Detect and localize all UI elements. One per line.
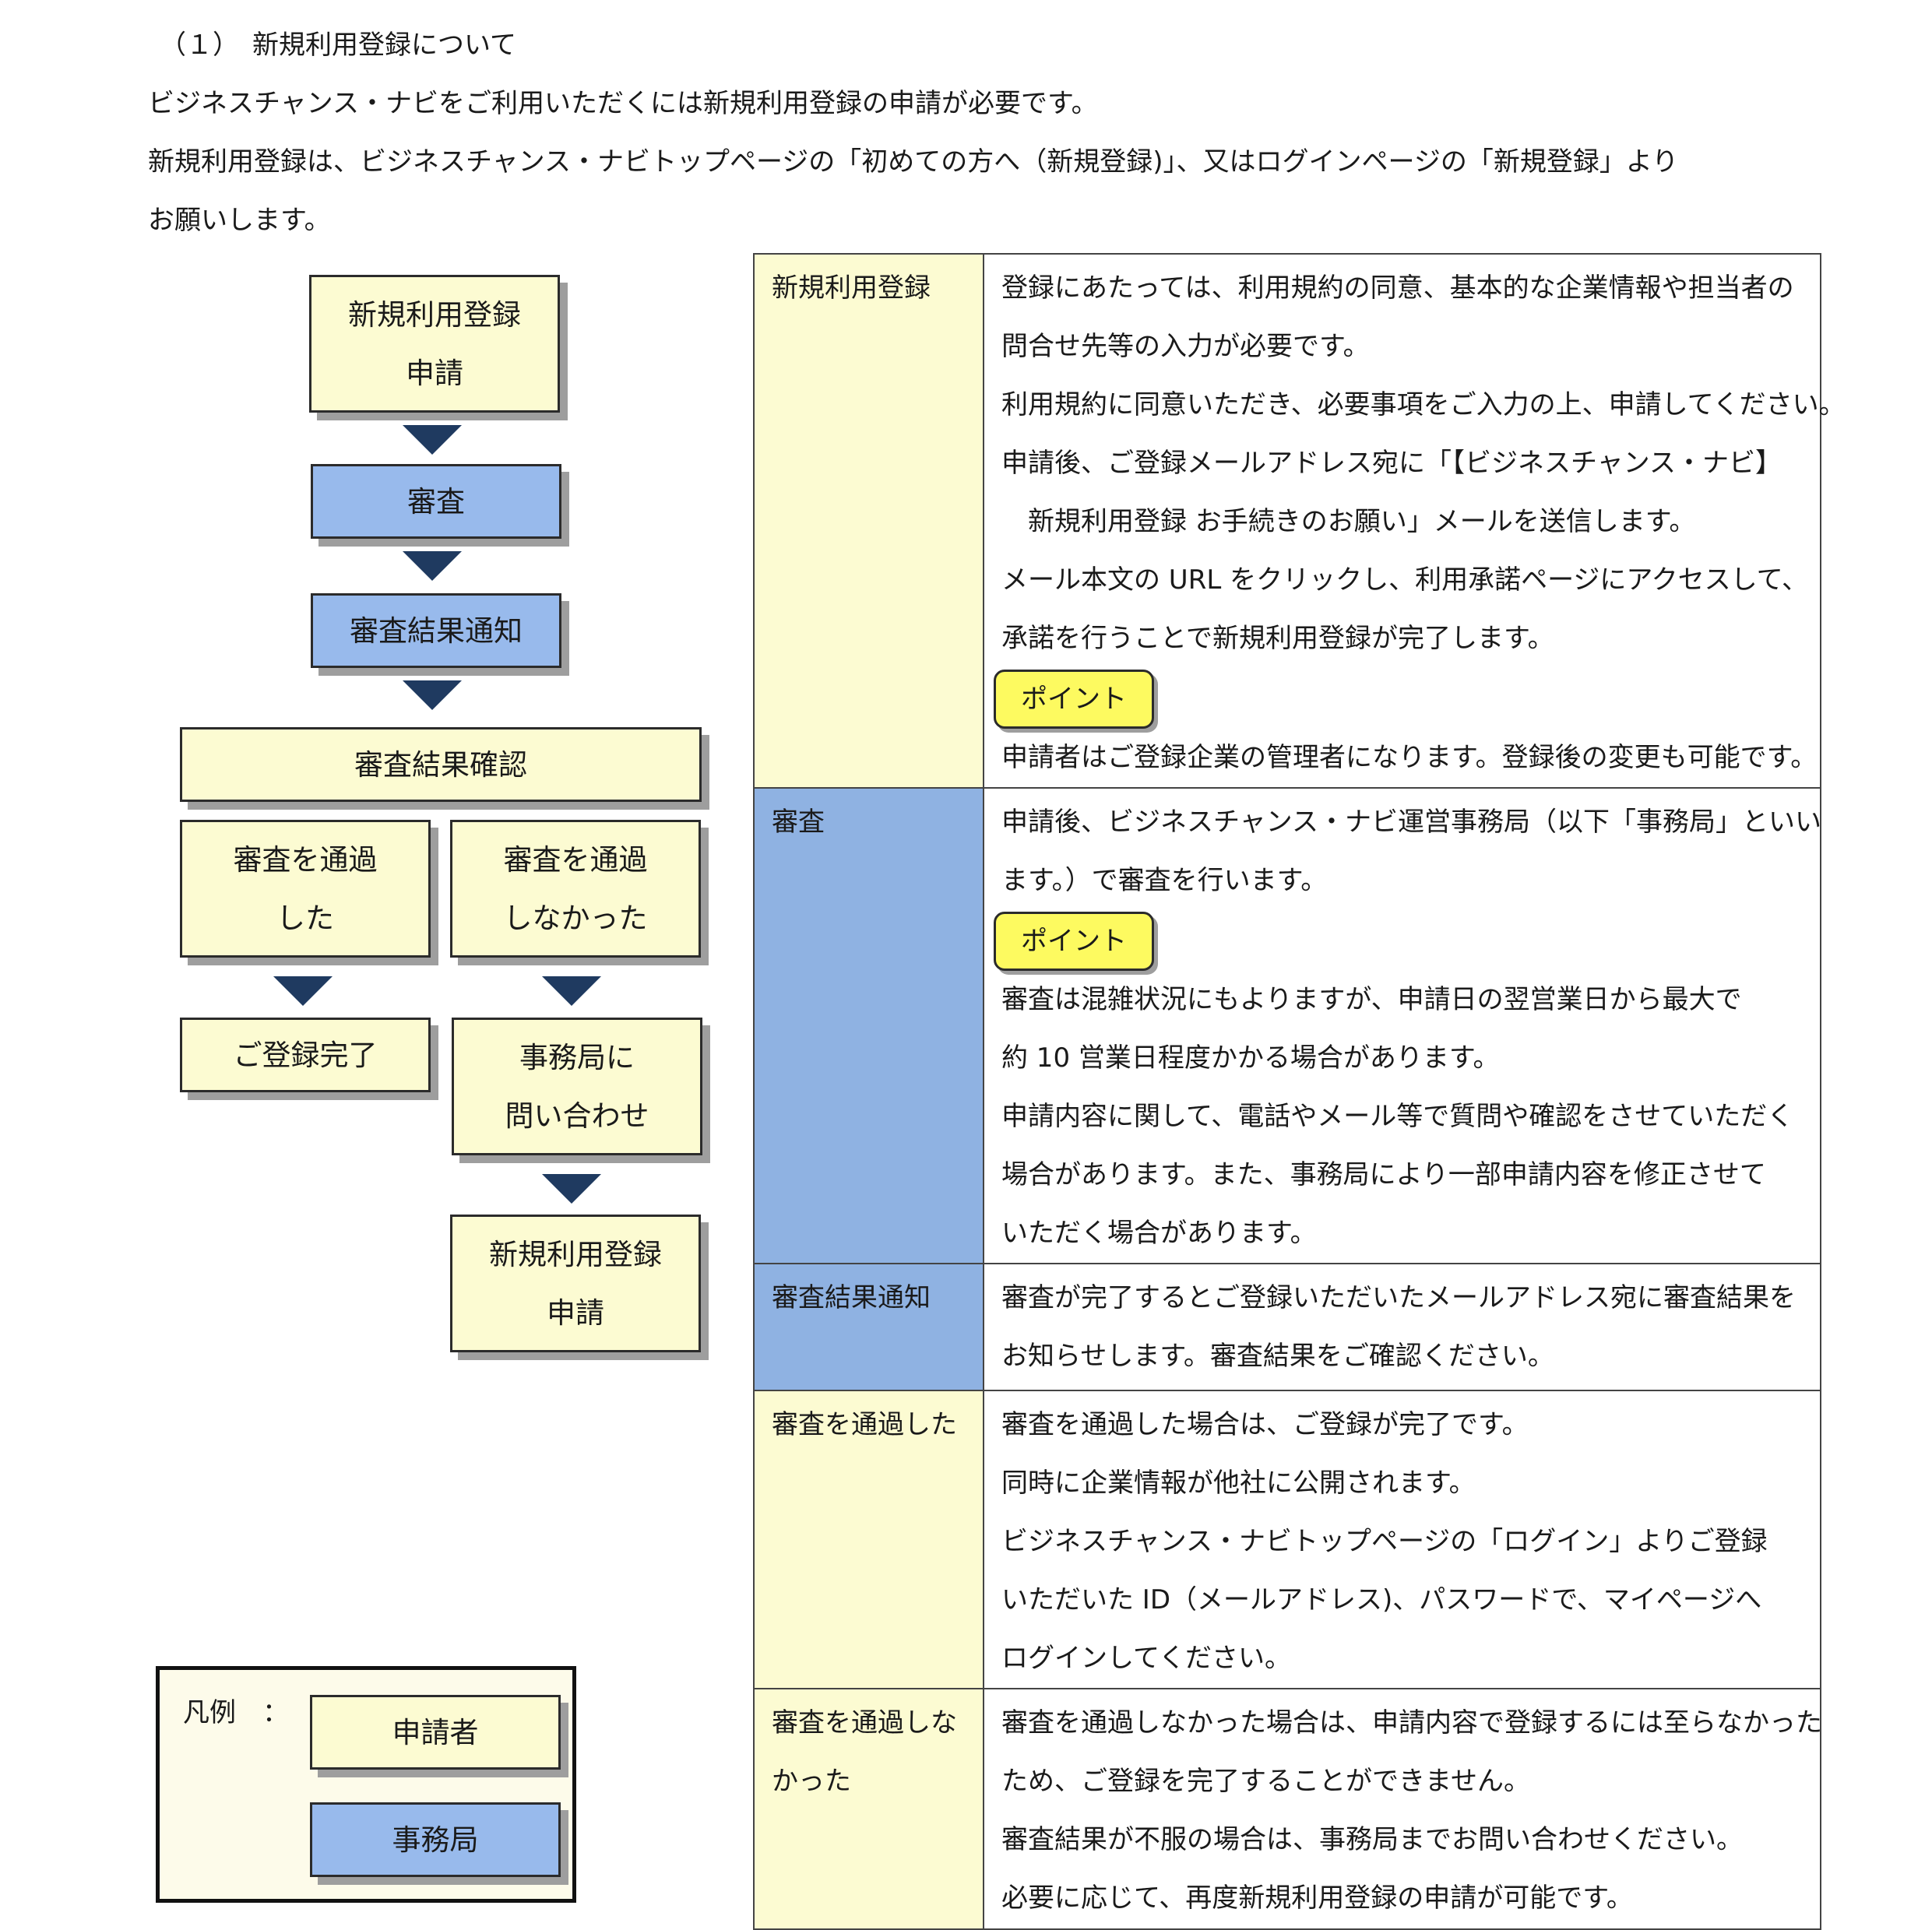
flow-contact-line1: 事務局に <box>519 1040 635 1074</box>
flow-apply-line2: 申請 <box>406 356 463 390</box>
arrow-down-icon <box>403 680 462 710</box>
row-body: 審査を通過した場合は、ご登録が完了です。同時に企業情報が他社に公開されます。ビジ… <box>983 1390 1821 1689</box>
arrow-down-icon <box>542 976 601 1006</box>
flow-complete-box: ご登録完了 <box>180 1018 431 1092</box>
row-text-line: 審査が完了するとご登録いただいたメールアドレス宛に審査結果を <box>1001 1282 1796 1313</box>
row-text-line: いただく場合があります。 <box>1001 1218 1317 1249</box>
flow-failed-box: 審査を通過 しなかった <box>450 820 701 958</box>
table-row: 審査を通過した 審査を通過した場合は、ご登録が完了です。同時に企業情報が他社に公… <box>753 1390 1821 1689</box>
row-text-line: 新規利用登録 お手続きのお願い」メールを送信します。 <box>1001 506 1696 537</box>
table-row: 審査結果通知 審査が完了するとご登録いただいたメールアドレス宛に審査結果をお知ら… <box>753 1263 1821 1391</box>
row-body: 登録にあたっては、利用規約の同意、基本的な企業情報や担当者の問合せ先等の入力が必… <box>983 253 1846 789</box>
row-text-line: 申請後、ご登録メールアドレス宛に「【ビジネスチャンス・ナビ】 <box>1001 448 1782 479</box>
row-text-line: 審査を通過した場合は、ご登録が完了です。 <box>1001 1409 1529 1440</box>
flow-confirm-box: 審査結果確認 <box>180 727 702 802</box>
row-head: 審査 <box>753 787 984 1264</box>
row-head: 審査を通過しなかった <box>753 1688 984 1930</box>
intro-line-2: 新規利用登録は、ビジネスチャンス・ナビトップページの「初めての方へ（新規登録)」… <box>148 146 1679 178</box>
arrow-down-icon <box>542 1174 601 1204</box>
row-text-line: ログインしてください。 <box>1001 1643 1291 1674</box>
row-text-line: 審査を通過しなかった場合は、申請内容で登録するには至らなかった <box>1001 1707 1822 1738</box>
flow-reapply-box: 新規利用登録 申請 <box>450 1215 701 1352</box>
flow-complete-label: ご登録完了 <box>233 1038 378 1072</box>
section-heading: （１） 新規利用登録について <box>160 30 516 61</box>
flow-reapply-line2: 申請 <box>547 1295 604 1330</box>
row-body: 申請後、ビジネスチャンス・ナビ運営事務局（以下「事務局」といいます。）で審査を行… <box>983 787 1821 1264</box>
intro-line-3: お願いします。 <box>148 205 331 236</box>
row-head: 審査を通過した <box>753 1390 984 1689</box>
row-text-line: お知らせします。審査結果をご確認ください。 <box>1001 1341 1554 1372</box>
row-head-label: 審査を通過しな <box>772 1707 957 1738</box>
legend-office-box: 事務局 <box>310 1802 561 1877</box>
arrow-down-icon <box>403 551 462 581</box>
point-badge: ポイント <box>994 912 1154 971</box>
row-head: 新規利用登録 <box>753 253 984 789</box>
arrow-down-icon <box>403 425 462 455</box>
arrow-down-icon <box>273 976 333 1006</box>
row-text-line: 審査結果が不服の場合は、事務局までお問い合わせください。 <box>1001 1824 1743 1855</box>
table-row: 審査 申請後、ビジネスチャンス・ナビ運営事務局（以下「事務局」といいます。）で審… <box>753 787 1821 1264</box>
flow-reapply-line1: 新規利用登録 <box>489 1237 662 1271</box>
table-row: 審査を通過しなかった 審査を通過しなかった場合は、申請内容で登録するには至らなか… <box>753 1688 1822 1930</box>
row-text-line: ため、ご登録を完了することができません。 <box>1001 1766 1530 1797</box>
row-head-label: 審査を通過した <box>772 1409 957 1440</box>
flow-passed-line1: 審査を通過 <box>233 842 378 877</box>
row-text-line: 申請後、ビジネスチャンス・ナビ運営事務局（以下「事務局」といい <box>1001 807 1821 838</box>
row-text-line: メール本文の URL をクリックし、利用承諾ページにアクセスして、 <box>1001 564 1808 596</box>
row-head-label: かった <box>772 1766 851 1797</box>
row-text-line: 問合せ先等の入力が必要です。 <box>1001 331 1370 362</box>
row-head-label: 新規利用登録 <box>772 272 931 304</box>
point-badge: ポイント <box>994 670 1154 729</box>
flow-contact-line2: 問い合わせ <box>505 1099 649 1133</box>
flow-failed-line2: しなかった <box>503 901 648 935</box>
row-text-line: 登録にあたっては、利用規約の同意、基本的な企業情報や担当者の <box>1001 272 1794 304</box>
flow-confirm-label: 審査結果確認 <box>354 747 527 782</box>
row-text-line: 審査は混雑状況にもよりますが、申請日の翌営業日から最大で <box>1001 984 1742 1015</box>
row-body: 審査が完了するとご登録いただいたメールアドレス宛に審査結果をお知らせします。審査… <box>983 1263 1821 1391</box>
flow-review-box: 審査 <box>311 464 561 539</box>
legend-office-label: 事務局 <box>392 1823 479 1857</box>
row-head-label: 審査結果通知 <box>772 1282 931 1313</box>
legend-applicant-box: 申請者 <box>310 1695 561 1770</box>
flow-failed-line1: 審査を通過 <box>503 842 648 877</box>
row-text-line: ます。）で審査を行います。 <box>1001 865 1328 896</box>
flow-passed-line2: した <box>276 901 334 935</box>
flow-review-label: 審査 <box>407 484 465 519</box>
flow-passed-box: 審査を通過 した <box>180 820 431 958</box>
legend-applicant-label: 申請者 <box>392 1715 479 1749</box>
row-text-line: 申請者はご登録企業の管理者になります。登録後の変更も可能です。 <box>1001 742 1818 773</box>
row-text-line: 承諾を行うことで新規利用登録が完了します。 <box>1001 623 1554 654</box>
legend: 凡例 ： 申請者 事務局 <box>156 1666 576 1903</box>
row-text-line: 同時に企業情報が他社に公開されます。 <box>1001 1468 1476 1499</box>
row-body: 審査を通過しなかった場合は、申請内容で登録するには至らなかったため、ご登録を完了… <box>983 1688 1822 1930</box>
row-text-line: いただいた ID（メールアドレス)、パスワードで、マイページへ <box>1001 1584 1762 1615</box>
row-text-line: 申請内容に関して、電話やメール等で質問や確認をさせていただく <box>1001 1101 1794 1132</box>
row-text-line: 利用規約に同意いただき、必要事項をご入力の上、申請してください。 <box>1001 389 1846 420</box>
row-text-line: ビジネスチャンス・ナビトップページの「ログイン」よりご登録 <box>1001 1526 1768 1557</box>
row-head: 審査結果通知 <box>753 1263 984 1391</box>
row-text-line: 必要に応じて、再度新規利用登録の申請が可能です。 <box>1001 1883 1633 1914</box>
row-text-line: 場合があります。また、事務局により一部申請内容を修正させて <box>1001 1159 1766 1190</box>
flow-notice-label: 審査結果通知 <box>350 613 523 648</box>
flow-notice-box: 審査結果通知 <box>311 593 561 668</box>
flow-apply-box: 新規利用登録 申請 <box>309 275 560 413</box>
intro-line-1: ビジネスチャンス・ナビをご利用いただくには新規利用登録の申請が必要です。 <box>148 88 1098 119</box>
row-head-label: 審査 <box>772 807 825 838</box>
flow-contact-box: 事務局に 問い合わせ <box>452 1018 702 1155</box>
row-text-line: 約 10 営業日程度かかる場合があります。 <box>1001 1042 1500 1074</box>
flow-apply-line1: 新規利用登録 <box>348 297 521 332</box>
table-row: 新規利用登録 登録にあたっては、利用規約の同意、基本的な企業情報や担当者の問合せ… <box>753 253 1846 789</box>
description-table: 新規利用登録 登録にあたっては、利用規約の同意、基本的な企業情報や担当者の問合せ… <box>753 253 1846 1930</box>
legend-label: 凡例 ： <box>183 1697 289 1728</box>
